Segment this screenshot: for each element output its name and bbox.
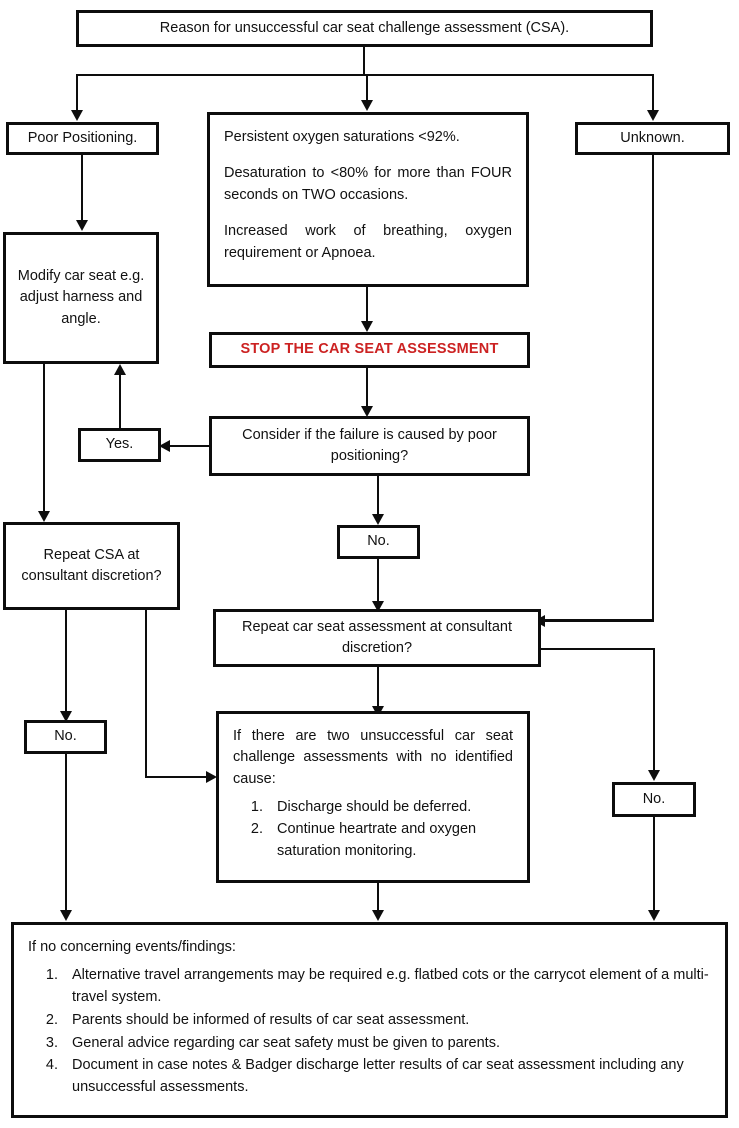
node-no-right: No. bbox=[612, 782, 696, 817]
list-item: General advice regarding car seat safety… bbox=[62, 1033, 711, 1055]
node-consider-label: Consider if the failure is caused by poo… bbox=[242, 426, 497, 464]
node-poor-positioning: Poor Positioning. bbox=[6, 122, 159, 155]
node-stop-assessment: STOP THE CAR SEAT ASSESSMENT bbox=[209, 332, 530, 368]
arrowhead-no-middle-to-repeat-assessment bbox=[372, 601, 384, 612]
connector-consider-to-yes bbox=[168, 445, 210, 447]
arrowhead-root-to-unknown bbox=[647, 110, 659, 121]
two-unsuccessful-intro: If there are two unsuccessful car seat c… bbox=[233, 728, 513, 787]
connector-poor-to-modify bbox=[81, 155, 83, 222]
connector-unknown-to-repeat-assessment bbox=[545, 619, 654, 622]
node-two-unsuccessful-assessments: If there are two unsuccessful car seat c… bbox=[216, 711, 530, 883]
criteria-line-2: Desaturation to <80% for more than FOUR … bbox=[224, 165, 512, 203]
connector-repeat-csa-to-no-left bbox=[65, 610, 67, 715]
connector-repeat-assessment-to-no-right-v bbox=[653, 648, 655, 774]
node-final-summary: If no concerning events/findings: Altern… bbox=[11, 922, 728, 1118]
node-no-left: No. bbox=[24, 720, 107, 754]
node-no-left-label: No. bbox=[54, 728, 77, 745]
connector-stop-to-consider bbox=[366, 368, 368, 410]
connector-root-to-poor bbox=[76, 74, 78, 112]
connector-no-left-to-final bbox=[65, 754, 67, 914]
arrowhead-consider-to-yes bbox=[159, 440, 170, 452]
connector-consider-to-no bbox=[377, 476, 379, 518]
connector-modify-to-repeat-csa bbox=[43, 364, 45, 514]
list-item: Parents should be informed of results of… bbox=[62, 1010, 711, 1032]
node-repeat-csa-label: Repeat CSA at consultant discretion? bbox=[21, 546, 162, 584]
criteria-line-3: Increased work of breathing, oxygen requ… bbox=[224, 223, 512, 261]
connector-root-stem bbox=[363, 47, 365, 75]
connector-repeat-assessment-to-no-right-h bbox=[540, 648, 655, 650]
node-poor-positioning-label: Poor Positioning. bbox=[27, 129, 138, 146]
connector-root-to-unknown bbox=[652, 74, 654, 112]
list-item: Alternative travel arrangements may be r… bbox=[62, 965, 711, 1009]
node-repeat-csa-discretion: Repeat CSA at consultant discretion? bbox=[3, 522, 180, 610]
connector-root-bus bbox=[76, 74, 654, 76]
arrowhead-repeat-csa-to-no-left bbox=[60, 711, 72, 722]
connector-root-to-criteria bbox=[366, 74, 368, 102]
connector-criteria-to-stop bbox=[366, 287, 368, 324]
arrowhead-criteria-to-stop bbox=[361, 321, 373, 332]
criteria-line-1: Persistent oxygen saturations <92%. bbox=[224, 129, 460, 145]
node-consider-poor-positioning: Consider if the failure is caused by poo… bbox=[209, 416, 530, 476]
arrowhead-root-to-poor bbox=[71, 110, 83, 121]
connector-two-unsuccessful-to-final bbox=[377, 883, 379, 914]
node-repeat-assessment-label: Repeat car seat assessment at consultant… bbox=[241, 618, 512, 656]
node-root-reason: Reason for unsuccessful car seat challen… bbox=[76, 10, 653, 47]
arrowhead-stop-to-consider bbox=[361, 406, 373, 417]
node-no-middle: No. bbox=[337, 525, 420, 559]
node-no-middle-label: No. bbox=[367, 533, 390, 550]
final-list: Alternative travel arrangements may be r… bbox=[28, 965, 711, 1099]
arrowhead-no-left-to-final bbox=[60, 910, 72, 921]
connector-unknown-down bbox=[652, 155, 654, 621]
arrowhead-poor-to-modify bbox=[76, 220, 88, 231]
connector-repeat-assessment-to-two-unsuccessful bbox=[377, 667, 379, 711]
node-unknown: Unknown. bbox=[575, 122, 730, 155]
connector-no-middle-to-repeat-assessment bbox=[377, 559, 379, 605]
node-yes-label: Yes. bbox=[105, 436, 134, 453]
arrowhead-no-right-to-final bbox=[648, 910, 660, 921]
node-stop-assessment-label: STOP THE CAR SEAT ASSESSMENT bbox=[240, 341, 499, 358]
node-unknown-label: Unknown. bbox=[620, 129, 685, 146]
connector-yes-to-modify bbox=[119, 375, 121, 429]
final-intro: If no concerning events/findings: bbox=[28, 939, 236, 955]
node-no-right-label: No. bbox=[642, 790, 666, 807]
connector-repeat-csa-to-two-unsuccessful-h bbox=[145, 776, 209, 778]
arrowhead-root-to-criteria bbox=[361, 100, 373, 111]
node-failure-criteria: Persistent oxygen saturations <92%. Desa… bbox=[207, 112, 529, 287]
arrowhead-consider-to-no bbox=[372, 514, 384, 525]
node-yes: Yes. bbox=[78, 428, 161, 462]
node-repeat-assessment-discretion: Repeat car seat assessment at consultant… bbox=[213, 609, 541, 667]
arrowhead-modify-to-repeat-csa bbox=[38, 511, 50, 522]
node-modify-car-seat-label: Modify car seat e.g. adjust harness and … bbox=[17, 267, 145, 327]
arrowhead-two-unsuccessful-to-final bbox=[372, 910, 384, 921]
list-item: Discharge should be deferred. bbox=[267, 797, 513, 819]
node-root-label: Reason for unsuccessful car seat challen… bbox=[159, 19, 570, 36]
list-item: Continue heartrate and oxygen saturation… bbox=[267, 819, 513, 863]
connector-repeat-csa-to-two-unsuccessful-v bbox=[145, 610, 147, 778]
node-modify-car-seat: Modify car seat e.g. adjust harness and … bbox=[3, 232, 159, 364]
arrowhead-yes-to-modify bbox=[114, 364, 126, 375]
two-unsuccessful-list: Discharge should be deferred. Continue h… bbox=[233, 797, 513, 862]
arrowhead-repeat-assessment-to-no-right bbox=[648, 770, 660, 781]
list-item: Document in case notes & Badger discharg… bbox=[62, 1055, 711, 1099]
connector-no-right-to-final bbox=[653, 817, 655, 914]
arrowhead-repeat-csa-to-two-unsuccessful bbox=[206, 771, 217, 783]
